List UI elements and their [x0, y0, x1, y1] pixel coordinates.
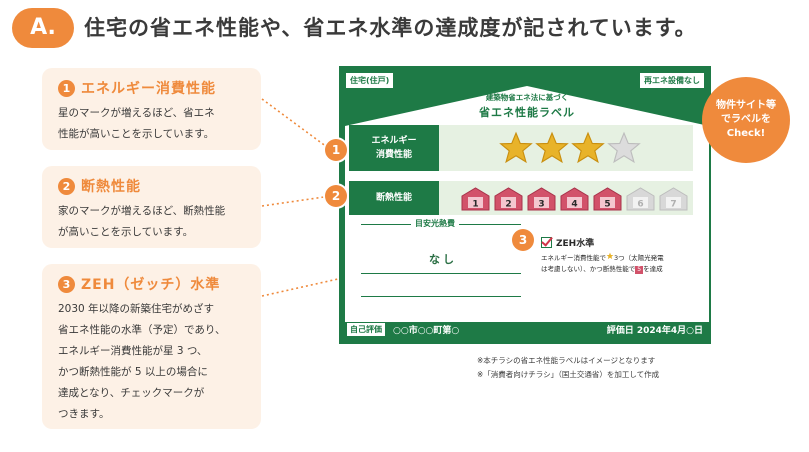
divider — [361, 296, 521, 297]
fuel-cost-value: なし — [429, 253, 457, 266]
card-title-text: エネルギー消費性能 — [81, 81, 216, 97]
star-icon — [607, 131, 641, 164]
zeh-text-part: は考慮しない）、かつ断熱性能で — [541, 265, 636, 273]
home-icon: 2 — [494, 187, 523, 211]
energy-label: 住宅(住戸) 再エネ設備なし 建築物省エネ法に基づく 省エネ性能ラベル エネルギ… — [339, 66, 711, 344]
card-line: エネルギー消費性能が星 3 つ、 — [58, 345, 208, 357]
card-body: 2030 年以降の新築住宅がめざす 省エネ性能の水準（予定）であり、 エネルギー… — [58, 299, 251, 425]
card-line: つきます。 — [58, 408, 110, 420]
home-icon: 4 — [560, 187, 589, 211]
label-corner-building-type: 住宅(住戸) — [346, 73, 394, 88]
home-icon: 5 — [635, 266, 644, 274]
marker-2: 2 — [325, 185, 347, 207]
number-badge: 2 — [58, 177, 75, 195]
check-badge-line: 物件サイト等 — [716, 100, 776, 111]
zeh-line: エネルギー消費性能で 3つ（太陽光発電 — [541, 252, 701, 264]
card-line: 省エネ性能の水準（予定）であり、 — [58, 324, 226, 336]
card-line: が高いことを示しています。 — [58, 226, 194, 238]
page-heading: 住宅の省エネ性能や、省エネ水準の達成度が記されています。 — [84, 16, 697, 40]
label-subtitle: 建築物省エネ法に基づく — [485, 93, 569, 102]
footnote: ※本チラシの省エネ性能ラベルはイメージとなります — [477, 356, 656, 365]
card-title-text: 断熱性能 — [81, 179, 141, 195]
energy-row-head: エネルギー 消費性能 — [349, 125, 439, 171]
home-icon: 5 — [593, 187, 622, 211]
card-line: 2030 年以降の新築住宅がめざす — [58, 303, 215, 315]
self-eval-tag: 自己評価 — [347, 323, 385, 336]
zeh-text-part: エネルギー消費性能で — [541, 254, 606, 262]
marker-1: 1 — [325, 139, 347, 161]
divider — [361, 273, 521, 274]
insulation-row: 断熱性能 1 2 3 4 5 6 7 — [349, 181, 693, 215]
card-line: 達成となり、チェックマークが — [58, 387, 205, 399]
home-icon: 3 — [527, 187, 556, 211]
home-level-number: 6 — [637, 200, 643, 210]
zeh-text-part: 3つ（太陽光発電 — [614, 254, 664, 262]
energy-performance-card: 1 エネルギー消費性能 星のマークが増えるほど、省エネ 性能が高いことを示してい… — [42, 68, 261, 150]
star-icon — [606, 252, 614, 260]
card-title-text: ZEH（ゼッチ）水準 — [81, 277, 221, 293]
card-line: かつ断熱性能が 5 以上の場合に — [58, 366, 208, 378]
star-icon — [571, 131, 605, 164]
card-line: 性能が高いことを示しています。 — [58, 128, 215, 140]
home-rating: 1 2 3 4 5 6 7 — [460, 187, 689, 211]
check-badge: 物件サイト等 でラベルを Check! — [702, 77, 790, 163]
check-badge-line: Check! — [726, 128, 766, 139]
check-badge-line: でラベルを — [721, 114, 771, 125]
home-level-number: 5 — [604, 200, 610, 210]
label-corner-renewable: 再エネ設備なし — [640, 73, 704, 88]
insulation-row-head: 断熱性能 — [349, 181, 439, 215]
energy-row: エネルギー 消費性能 — [349, 125, 693, 171]
check-icon — [541, 237, 552, 248]
card-body: 家のマークが増えるほど、断熱性能 が高いことを示しています。 — [58, 201, 251, 243]
home-level-number: 1 — [472, 200, 478, 210]
card-line: 家のマークが増えるほど、断熱性能 — [58, 205, 226, 217]
number-badge: 3 — [58, 275, 75, 293]
home-level-number: 4 — [571, 200, 577, 210]
star-icon — [499, 131, 533, 164]
insulation-card: 2 断熱性能 家のマークが増えるほど、断熱性能 が高いことを示しています。 — [42, 166, 261, 248]
home-icon: 1 — [461, 187, 490, 211]
zeh-title-text: ZEH水準 — [556, 239, 595, 249]
home-level-number: 7 — [670, 200, 676, 210]
footnote: ※「消費者向けチラシ」（国土交通省）を加工して作成 — [477, 370, 660, 379]
card-title: 3 ZEH（ゼッチ）水準 — [58, 274, 251, 294]
card-title: 2 断熱性能 — [58, 176, 251, 196]
address: ○○市○○町第○ — [393, 326, 460, 336]
zeh-text-part: を達成 — [643, 265, 663, 273]
home-level-number: 3 — [538, 200, 544, 210]
label-footer: 自己評価 ○○市○○町第○ 評価日 2024年4月○日 — [347, 322, 703, 337]
energy-head-line: 消費性能 — [375, 150, 412, 160]
card-title: 1 エネルギー消費性能 — [58, 78, 251, 98]
card-line: 星のマークが増えるほど、省エネ — [58, 107, 215, 119]
fuel-cost-label: 目安光熱費 — [411, 218, 459, 229]
evaluation-date: 評価日 2024年4月○日 — [606, 326, 703, 336]
marker-3: 3 — [512, 229, 534, 251]
energy-head-line: エネルギー — [371, 136, 417, 146]
number-badge: 1 — [58, 79, 75, 97]
section-badge: A. — [12, 8, 74, 48]
home-level-number: 2 — [505, 200, 511, 210]
star-rating — [499, 131, 641, 165]
footnotes: ※本チラシの省エネ性能ラベルはイメージとなります ※「消費者向けチラシ」（国土交… — [477, 354, 659, 382]
zeh-title: ZEH水準 — [541, 236, 701, 249]
home-icon: 7 — [659, 187, 688, 211]
zeh-section: ZEH水準 エネルギー消費性能で 3つ（太陽光発電 は考慮しない）、かつ断熱性能で… — [541, 236, 701, 275]
star-icon — [535, 131, 569, 164]
home-icon: 6 — [626, 187, 655, 211]
label-title: 省エネ性能ラベル — [479, 106, 575, 119]
zeh-card: 3 ZEH（ゼッチ）水準 2030 年以降の新築住宅がめざす 省エネ性能の水準（… — [42, 264, 261, 429]
card-body: 星のマークが増えるほど、省エネ 性能が高いことを示しています。 — [58, 103, 251, 145]
